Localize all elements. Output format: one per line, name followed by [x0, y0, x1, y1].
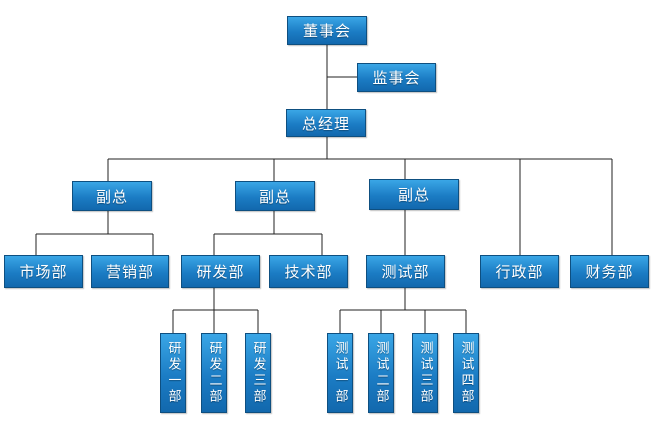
node-test-3[interactable]: 测试三部	[412, 333, 438, 413]
node-test-1[interactable]: 测试一部	[327, 333, 353, 413]
node-test-2[interactable]: 测试二部	[368, 333, 394, 413]
node-rnd-3[interactable]: 研发三部	[245, 333, 271, 413]
node-board[interactable]: 董事会	[287, 16, 367, 45]
node-test-4[interactable]: 测试四部	[453, 333, 479, 413]
node-testing[interactable]: 测试部	[366, 255, 445, 288]
node-vp-1[interactable]: 副总	[72, 181, 152, 211]
node-vp-3[interactable]: 副总	[369, 179, 459, 210]
node-rnd-1[interactable]: 研发一部	[160, 333, 186, 413]
node-administration[interactable]: 行政部	[480, 255, 559, 288]
node-finance[interactable]: 财务部	[570, 255, 649, 288]
node-general-manager[interactable]: 总经理	[286, 109, 366, 137]
node-vp-2[interactable]: 副总	[235, 181, 315, 211]
node-rnd-2[interactable]: 研发二部	[201, 333, 227, 413]
node-marketing[interactable]: 市场部	[4, 255, 83, 288]
node-sales[interactable]: 营销部	[91, 255, 169, 288]
node-supervisory-board[interactable]: 监事会	[357, 63, 436, 92]
node-technology[interactable]: 技术部	[269, 255, 348, 288]
node-rnd[interactable]: 研发部	[181, 255, 260, 288]
